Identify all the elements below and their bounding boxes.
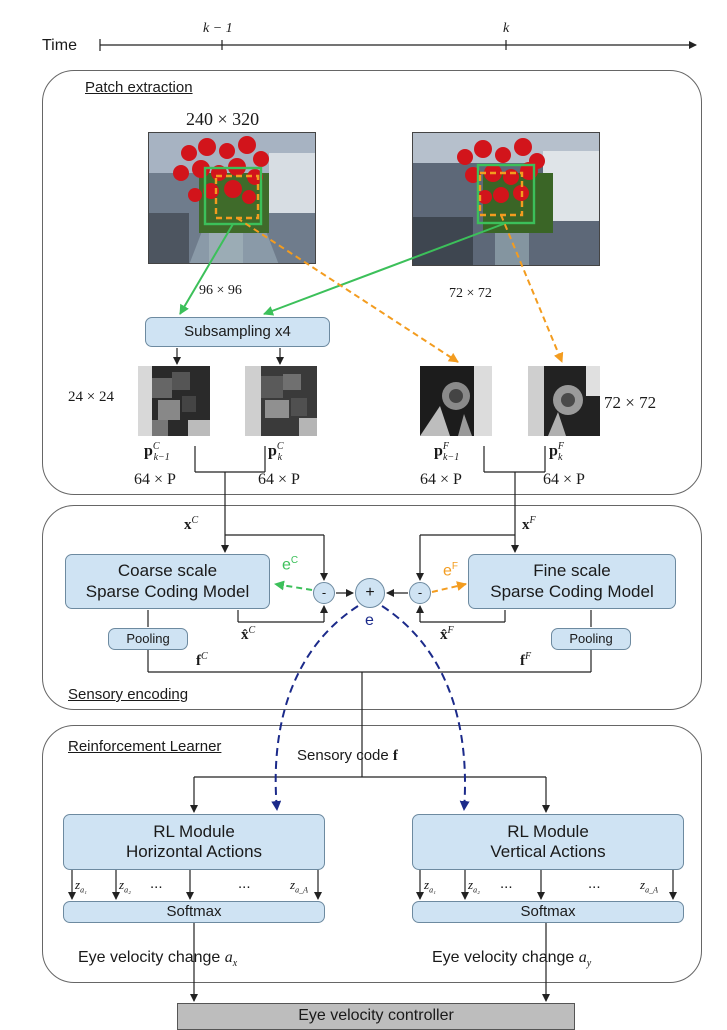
p-c-k-minus-1-label: pCk−1 [144, 441, 170, 463]
coarse-patch-size: 24 × 24 [68, 389, 114, 405]
frame-image-k [412, 132, 600, 266]
fine-dim-k-minus-1: 64 × P [420, 471, 462, 488]
tick-k-minus-1: k − 1 [203, 21, 233, 36]
fc-label: fC [196, 651, 208, 669]
fine-pooling-box: Pooling [551, 628, 631, 650]
z-aA-vertical: za_A [640, 877, 658, 895]
eye-velocity-controller: Eye velocity controller [177, 1003, 575, 1030]
reinforcement-learner-title: Reinforcement Learner [68, 738, 222, 755]
xc-label: xC [184, 515, 199, 533]
xhat-c-label: x̂C [241, 625, 256, 643]
error-fine-label: eF [443, 561, 459, 580]
dots-vertical-2: ... [588, 875, 601, 892]
coarse-patch-k-minus-1 [138, 366, 210, 436]
eye-velocity-change-vertical: Eye velocity change ay [432, 949, 592, 970]
error-coarse-label: eC [282, 555, 299, 574]
z-aA-horizontal: za_A [290, 877, 308, 895]
rl-module-vertical: RL Module Vertical Actions [412, 814, 684, 870]
coarse-subtract-node: - [313, 582, 335, 604]
z-a1-vertical: za₁ [424, 877, 436, 895]
z-a2-vertical: za₂ [468, 877, 480, 895]
xhat-f-label: x̂F [440, 625, 454, 643]
fine-subtract-node: - [409, 582, 431, 604]
coarse-pooling-box: Pooling [108, 628, 188, 650]
rl-module-horizontal: RL Module Horizontal Actions [63, 814, 325, 870]
fine-patch-k [528, 366, 600, 436]
p-c-k-label: pCk [268, 441, 284, 463]
error-total-label: e [365, 612, 374, 629]
p-f-k-label: pFk [549, 441, 565, 463]
dots-vertical-1: ... [500, 875, 513, 892]
coarse-patch-k [245, 366, 317, 436]
eye-velocity-change-horizontal: Eye velocity change ax [78, 949, 238, 970]
z-a1-horizontal: za₁ [75, 877, 87, 895]
sum-node: + [355, 578, 385, 608]
xf-label: xF [522, 515, 536, 533]
time-label: Time [42, 37, 77, 54]
dots-horizontal-1: ... [150, 875, 163, 892]
fine-window-size: 72 × 72 [449, 286, 492, 301]
fine-patch-size: 72 × 72 [604, 393, 657, 412]
softmax-vertical: Softmax [412, 901, 684, 923]
coarse-dim-k: 64 × P [258, 471, 300, 488]
sensory-encoding-title: Sensory encoding [68, 686, 189, 703]
softmax-horizontal: Softmax [63, 901, 325, 923]
coarse-sparse-coding-model: Coarse scale Sparse Coding Model [65, 554, 270, 609]
patch-extraction-title: Patch extraction [85, 79, 193, 96]
coarse-window-size: 96 × 96 [199, 283, 242, 298]
p-f-k-minus-1-label: pFk−1 [434, 441, 460, 463]
tick-k: k [503, 21, 510, 36]
subsampling-box: Subsampling x4 [145, 317, 330, 347]
ff-label: fF [520, 651, 532, 669]
image-size-label: 240 × 320 [186, 109, 260, 129]
sensory-code-label: Sensory code f [295, 747, 400, 764]
fine-patch-k-minus-1 [420, 366, 492, 436]
dots-horizontal-2: ... [238, 875, 251, 892]
coarse-dim-k-minus-1: 64 × P [134, 471, 176, 488]
z-a2-horizontal: za₂ [119, 877, 131, 895]
frame-image-k-minus-1 [148, 132, 316, 264]
fine-sparse-coding-model: Fine scale Sparse Coding Model [468, 554, 676, 609]
fine-dim-k: 64 × P [543, 471, 585, 488]
